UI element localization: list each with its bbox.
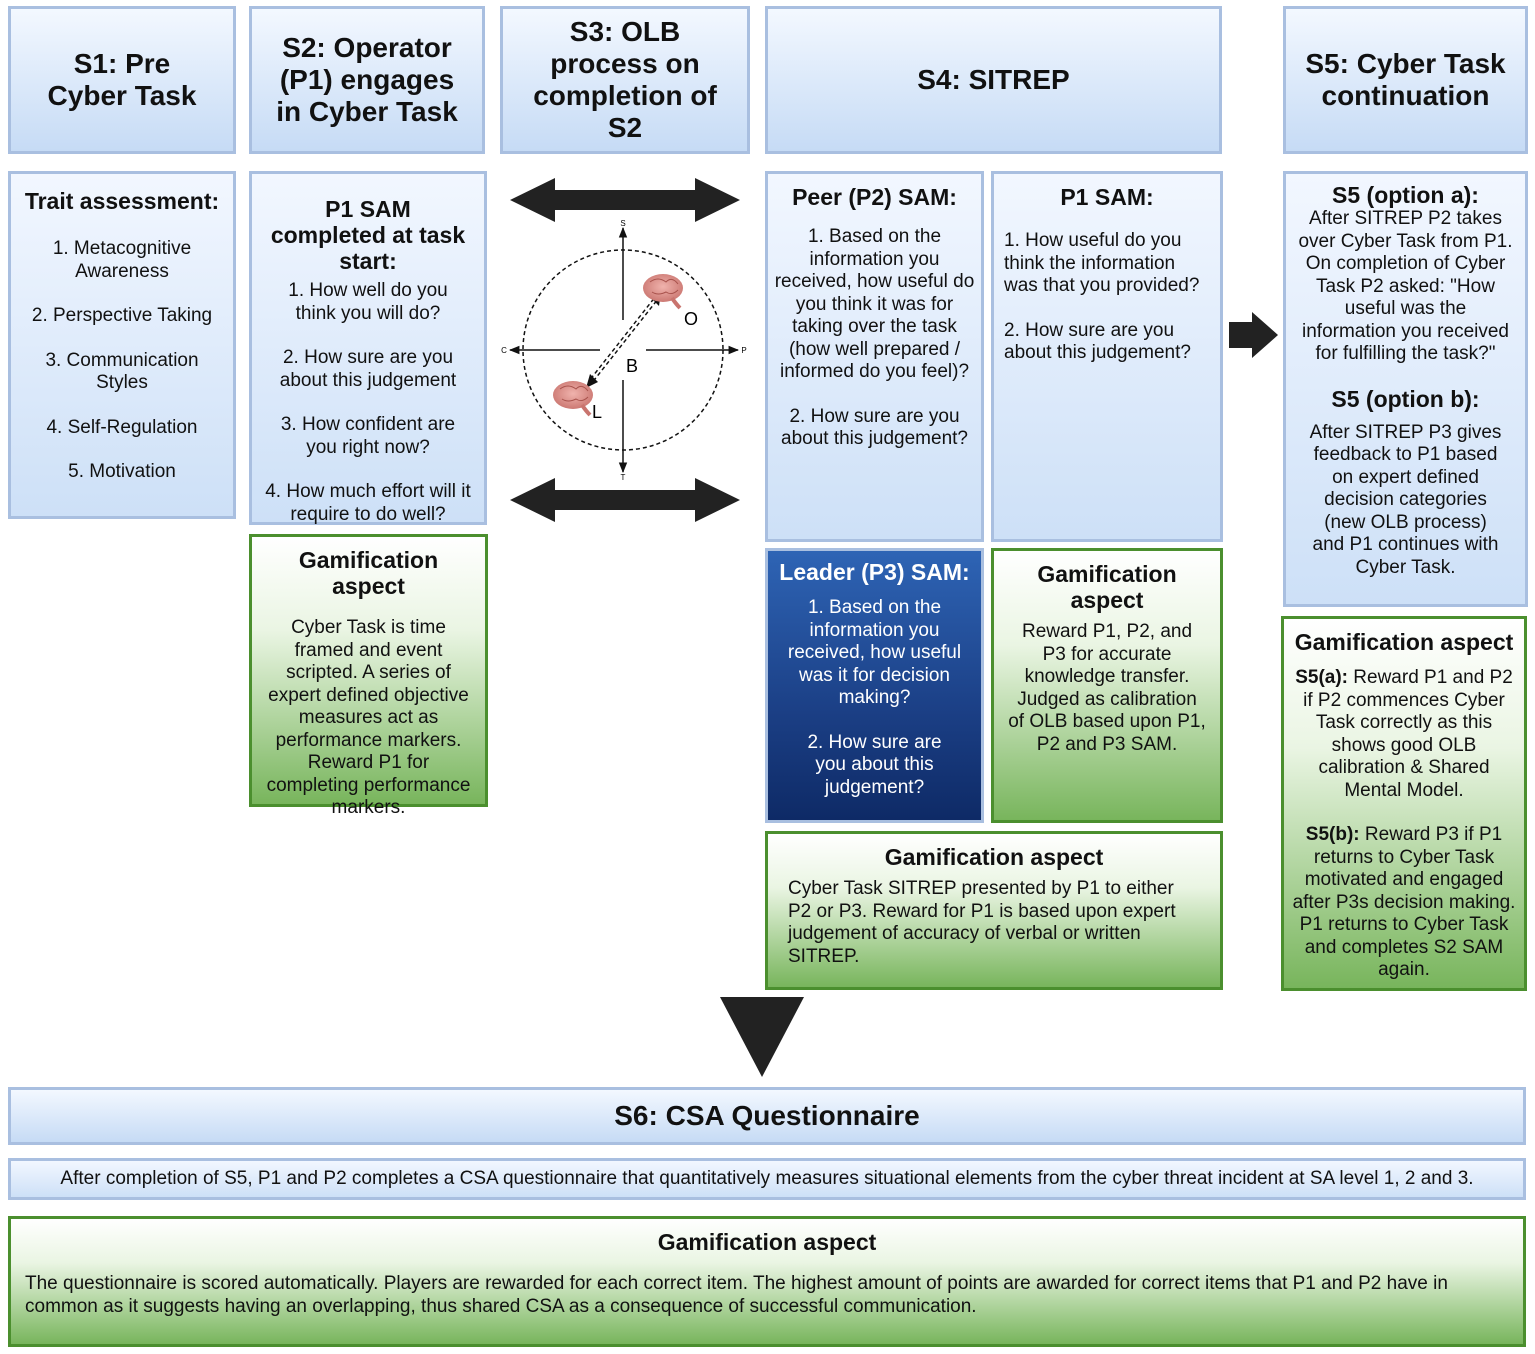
bottom-double-arrow bbox=[510, 478, 740, 522]
s6-description-text: After completion of S5, P1 and P2 comple… bbox=[60, 1167, 1474, 1189]
s3-header: S3: OLB process on completion of S2 bbox=[500, 6, 750, 154]
label-l: L bbox=[592, 402, 602, 422]
s5-options-box: S5 (option a): After SITREP P2 takes ove… bbox=[1283, 171, 1528, 607]
s4-leader-item-2: 2. How sure are you about this judgement… bbox=[807, 731, 942, 798]
s4-header-label: S4: SITREP bbox=[917, 64, 1070, 95]
s4-p1-item-1: 1. How useful do you think the informati… bbox=[1004, 230, 1200, 296]
s5-gamification-b-text: Reward P3 if P1 returns to Cyber Task mo… bbox=[1292, 824, 1516, 980]
s4-to-s5-arrow bbox=[1229, 312, 1278, 358]
s4-peer-title: Peer (P2) SAM: bbox=[792, 184, 957, 210]
s4-gamification-text-1: Reward P1, P2, and P3 for accurate knowl… bbox=[1008, 621, 1206, 755]
s4-header: S4: SITREP bbox=[765, 6, 1222, 154]
s2-gamification-box: Gamification aspect Cyber Task is time f… bbox=[249, 534, 488, 818]
brain-o-icon bbox=[643, 274, 683, 310]
s1-header-label: S1: Pre Cyber Task bbox=[47, 48, 197, 111]
s1-item-1: 1. Metacognitive Awareness bbox=[52, 238, 192, 282]
s4-peer-item-2: 2. How sure are you about this judgement… bbox=[781, 405, 968, 450]
s5-gamification-b-label: S5(b): bbox=[1305, 824, 1360, 845]
s2-sam-title: P1 SAM completed at task start: bbox=[270, 196, 466, 274]
s4-leader-sam-box: Leader (P3) SAM: 1. Based on the informa… bbox=[765, 548, 984, 823]
s6-description-box: After completion of S5, P1 and P2 comple… bbox=[8, 1158, 1526, 1200]
s3-header-label: S3: OLB process on completion of S2 bbox=[533, 16, 717, 143]
s2-sam-box: P1 SAM completed at task start: 1. How w… bbox=[249, 171, 487, 525]
label-o: O bbox=[684, 309, 698, 329]
axis-label-c: C bbox=[501, 346, 507, 355]
s4-p1-item-2: 2. How sure are you about this judgement… bbox=[1004, 319, 1191, 364]
s4-gamification-title-2: Gamification aspect bbox=[884, 844, 1104, 870]
s4-gamification-box-2: Gamification aspect Cyber Task SITREP pr… bbox=[765, 831, 1223, 990]
s4-leader-title: Leader (P3) SAM: bbox=[779, 559, 970, 585]
s5-option-a-text: After SITREP P2 takes over Cyber Task fr… bbox=[1298, 208, 1513, 364]
s4-peer-sam-box: Peer (P2) SAM: 1. Based on the informati… bbox=[765, 171, 984, 542]
label-b: B bbox=[626, 356, 638, 376]
s2-gamification-text: Cyber Task is time framed and event scri… bbox=[266, 617, 471, 818]
s1-trait-box: Trait assessment: 1. Metacognitive Aware… bbox=[8, 171, 236, 519]
s5-gamification-a-label: S5(a): bbox=[1295, 667, 1349, 688]
s4-peer-item-1: 1. Based on the information you received… bbox=[774, 226, 975, 382]
axis-label-p: P bbox=[741, 346, 746, 355]
s6-gamification-title: Gamification aspect bbox=[657, 1229, 877, 1255]
s1-item-5: 5. Motivation bbox=[68, 461, 176, 482]
s1-item-3: 3. Communication Styles bbox=[45, 349, 199, 394]
s4-gamification-box-1: Gamification aspect Reward P1, P2, and P… bbox=[991, 548, 1223, 823]
top-double-arrow bbox=[510, 178, 740, 222]
s5-option-b-text: After SITREP P3 gives feedback to P1 bas… bbox=[1309, 421, 1502, 578]
s5-gamification-title: Gamification aspect bbox=[1294, 629, 1514, 655]
s4-p1-sam-box: P1 SAM: 1. How useful do you think the i… bbox=[991, 171, 1223, 542]
s5-header-label: S5: Cyber Task continuation bbox=[1305, 48, 1506, 111]
s2-item-3: 3. How confident are you right now? bbox=[280, 414, 456, 458]
s6-header-label: S6: CSA Questionnaire bbox=[614, 1100, 920, 1131]
s5-option-a-title: S5 (option a): bbox=[1332, 182, 1479, 208]
s2-item-1: 1. How well do you think you will do? bbox=[288, 280, 448, 324]
s6-header: S6: CSA Questionnaire bbox=[8, 1087, 1526, 1145]
s5-gamification-a-text: Reward P1 and P2 if P2 commences Cyber T… bbox=[1303, 667, 1513, 801]
s6-gamification-text: The questionnaire is scored automaticall… bbox=[25, 1273, 1448, 1317]
s5-gamification-box: Gamification aspect S5(a): Reward P1 and… bbox=[1281, 616, 1527, 991]
s2-item-4: 4. How much effort will it require to do… bbox=[265, 481, 471, 525]
axis-label-t: T bbox=[621, 473, 626, 482]
s1-item-4: 4. Self-Regulation bbox=[46, 416, 198, 438]
s3-olb-diagram: S T C P O B L bbox=[501, 178, 747, 522]
s4-leader-item-1: 1. Based on the information you received… bbox=[787, 597, 962, 708]
s5-option-b-title: S5 (option b): bbox=[1331, 385, 1480, 412]
down-arrow-to-s6 bbox=[720, 997, 804, 1077]
s5-gamification-b: S5(b): Reward P3 if P1 returns to Cyber … bbox=[1290, 824, 1518, 982]
s2-gamification-title: Gamification aspect bbox=[298, 547, 439, 599]
s4-p1-title: P1 SAM: bbox=[1060, 184, 1154, 210]
s6-gamification-box: Gamification aspect The questionnaire is… bbox=[8, 1216, 1526, 1347]
s5-header: S5: Cyber Task continuation bbox=[1283, 6, 1528, 154]
s1-item-2: 2. Perspective Taking bbox=[31, 305, 213, 326]
s1-trait-title: Trait assessment: bbox=[24, 188, 220, 214]
s2-header-label: S2: Operator (P1) engages in Cyber Task bbox=[276, 32, 458, 127]
s5-gamification-a: S5(a): Reward P1 and P2 if P2 commences … bbox=[1290, 667, 1518, 802]
s4-gamification-text-2: Cyber Task SITREP presented by P1 to eit… bbox=[788, 878, 1176, 967]
s2-header: S2: Operator (P1) engages in Cyber Task bbox=[249, 6, 485, 154]
brain-l-icon bbox=[553, 381, 593, 417]
axis-label-s: S bbox=[620, 219, 625, 228]
s1-header: S1: Pre Cyber Task bbox=[8, 6, 236, 154]
s4-gamification-title-1: Gamification aspect bbox=[1037, 561, 1177, 613]
s2-item-2: 2. How sure are you about this judgement bbox=[279, 347, 457, 391]
